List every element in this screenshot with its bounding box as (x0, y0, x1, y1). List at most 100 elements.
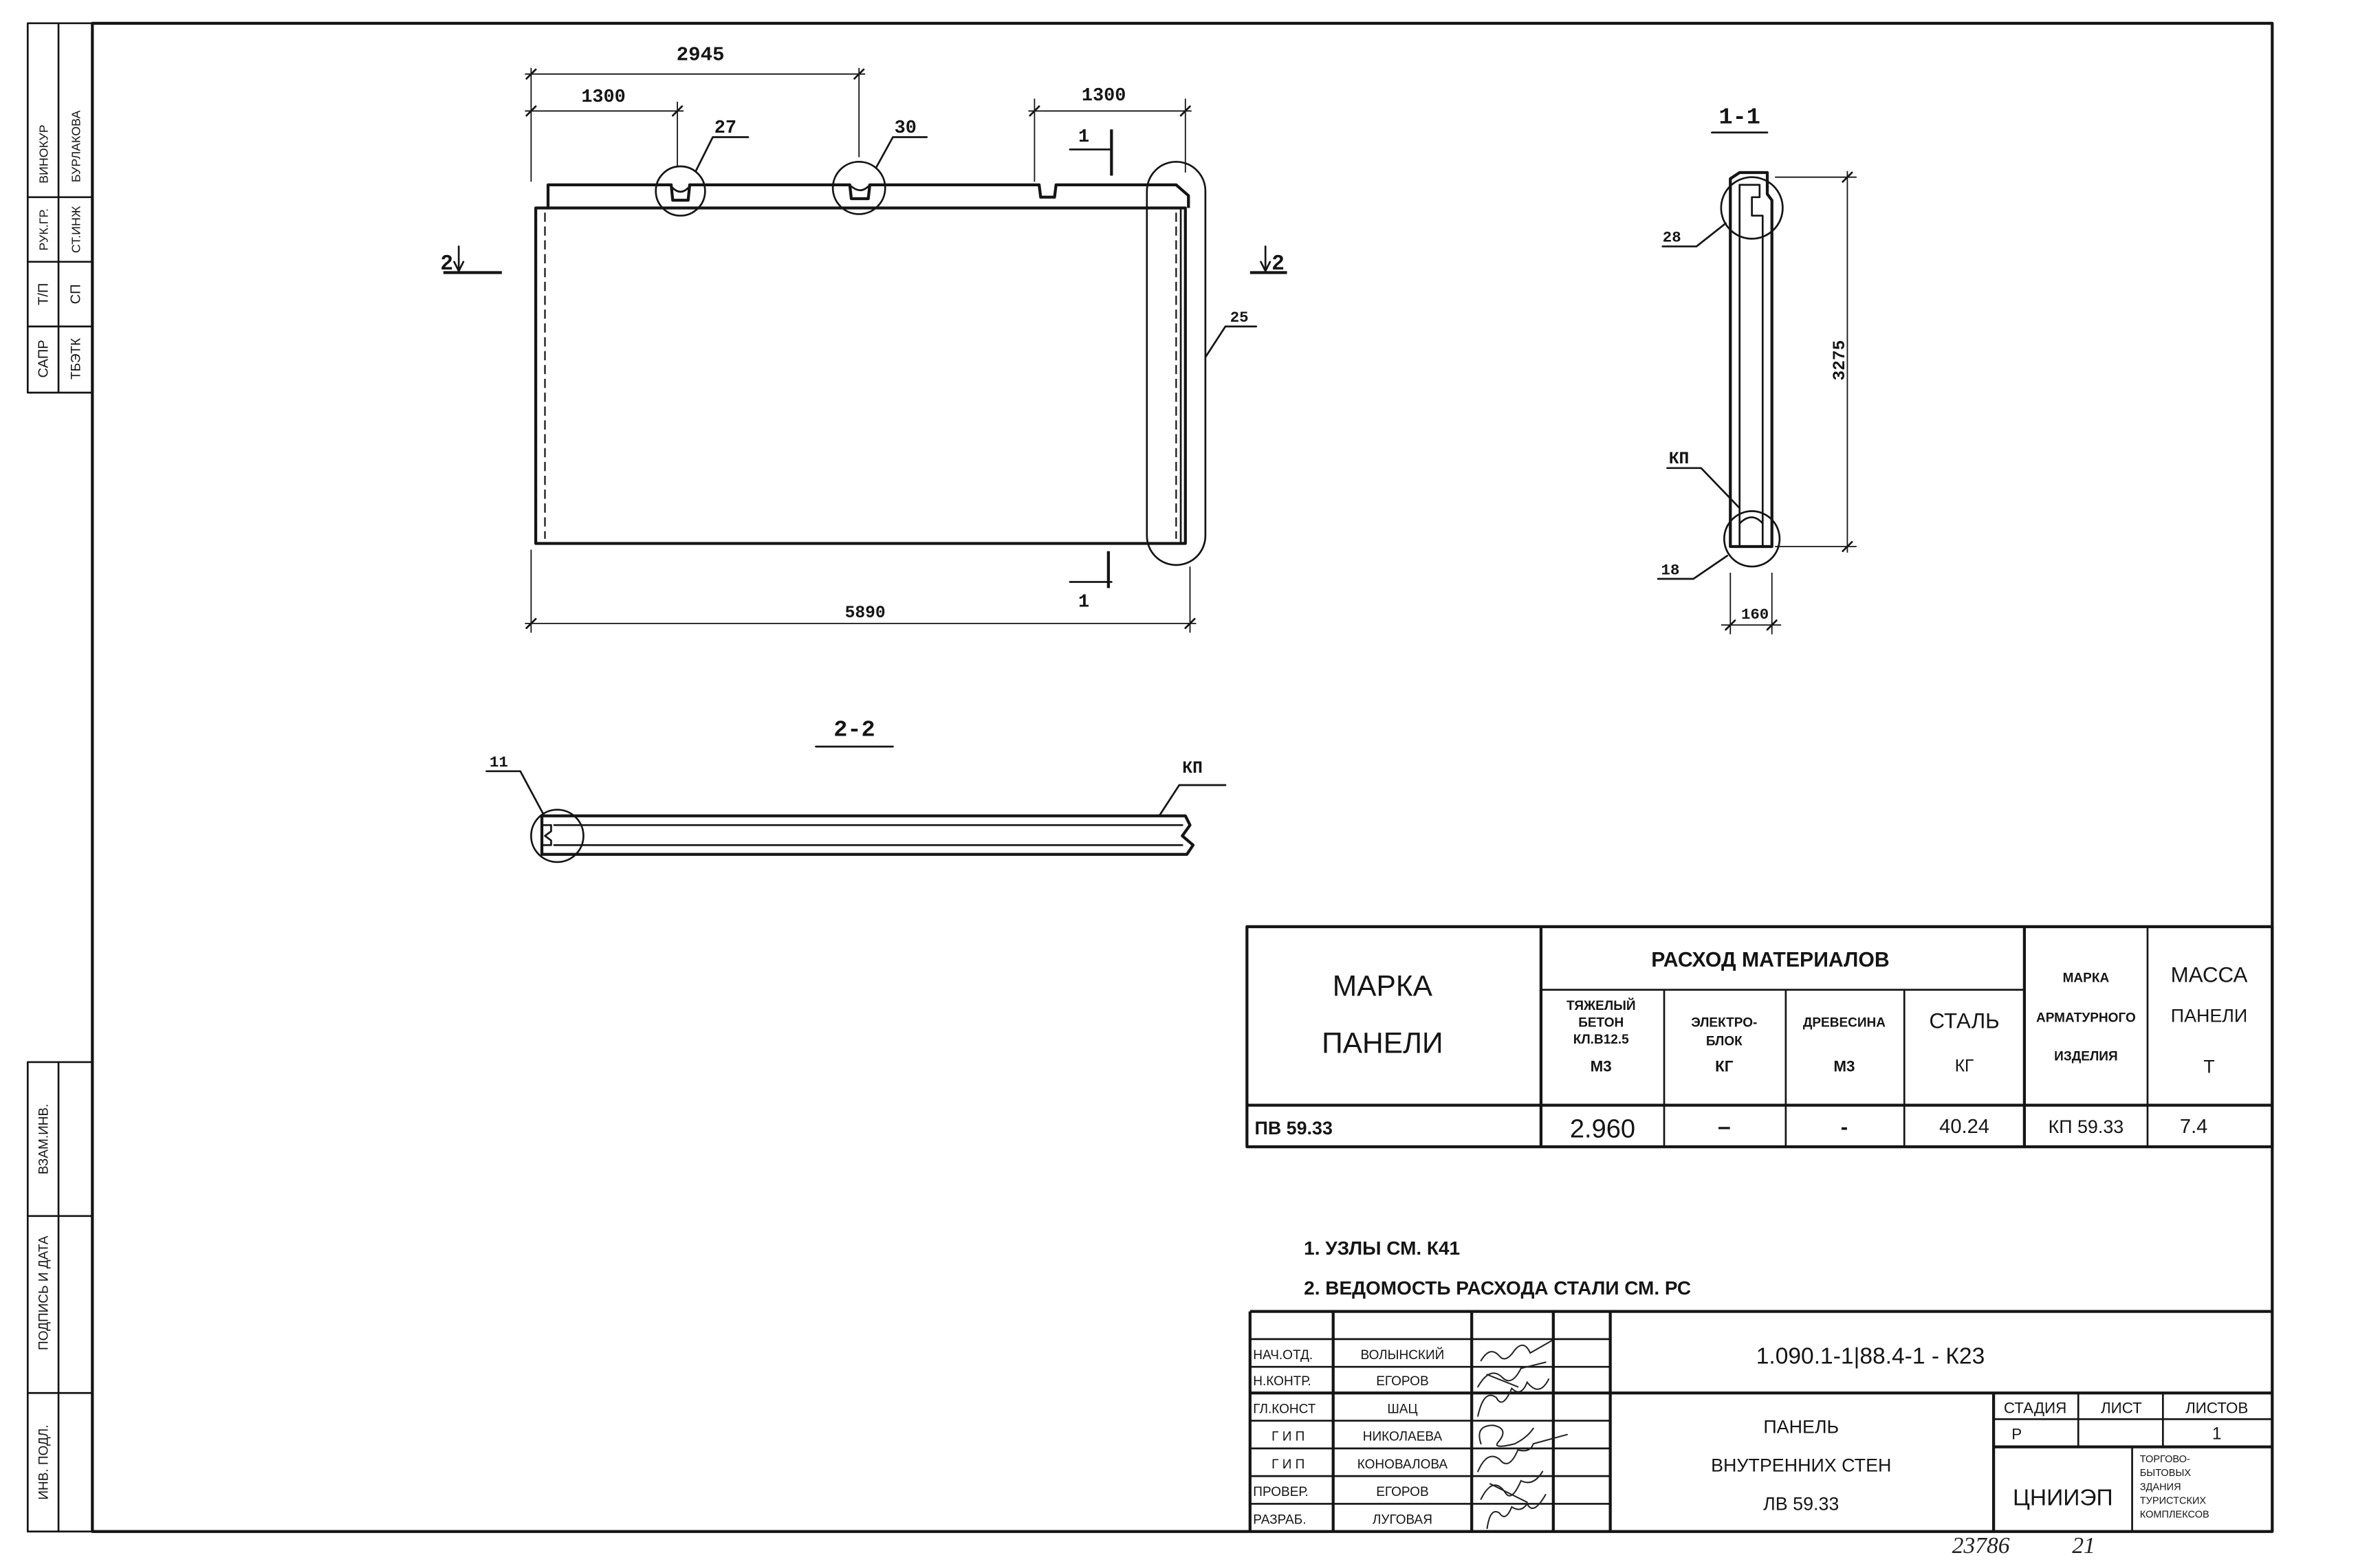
page-number: 21 (2072, 1533, 2095, 1559)
section-title: 2-2 (833, 717, 875, 743)
signature-name: НИКОЛАЕВА (1363, 1430, 1443, 1444)
stamp-label: ВИНОКУР (36, 124, 50, 184)
dimension-value: 2945 (677, 44, 725, 67)
stamp-label: ПОДПИСЬ И ДАТА (36, 1235, 51, 1350)
dimension-value: 1300 (1082, 86, 1126, 107)
signature-scribble (1480, 1340, 1553, 1362)
drawing-designation: 1.090.1-1|88.4-1 - К23 (1756, 1344, 1985, 1369)
callout-number: 25 (1230, 309, 1249, 327)
callout-leader (1657, 555, 1729, 580)
table-column-header: ПАНЕЛИ (2171, 1006, 2247, 1026)
table-column-header: М3 (1591, 1057, 1612, 1075)
notch-detail (850, 185, 869, 192)
section-groove (1738, 516, 1764, 525)
organization-subtitle: ЗДАНИЯ (2140, 1482, 2181, 1493)
signature-scribble (1478, 1424, 1534, 1447)
table-border (1245, 925, 2274, 1149)
table-column-header: КЛ.В12.5 (1573, 1033, 1629, 1047)
table-column-header: КГ (1715, 1057, 1734, 1075)
sheet-label: ЛИСТ (2101, 1399, 2142, 1416)
section-outline (540, 814, 1195, 856)
side-stamp-bottom-border (26, 1061, 94, 1533)
section-mark-label: 2 (440, 252, 453, 276)
table-header-mark: ПАНЕЛИ (1322, 1027, 1443, 1060)
table-group-header: РАСХОД МАТЕРИАЛОВ (1651, 949, 1889, 971)
signature-scribble (1480, 1471, 1544, 1504)
section-mark-arrowhead (453, 261, 465, 272)
stamp-label: ВЗАМ.ИНВ. (36, 1104, 51, 1175)
detail-callout-circle (655, 165, 706, 217)
organization-subtitle: КОМПЛЕКСОВ (2140, 1510, 2209, 1521)
callout-leader (1666, 467, 1741, 509)
drawing-title: ПАНЕЛЬ (1763, 1416, 1839, 1437)
stamp-value: СТ.ИНЖ (69, 206, 83, 253)
materials-table: МАРКА ПАНЕЛИ РАСХОД МАТЕРИАЛОВ ТЯЖЕЛЫЙ Б… (1245, 925, 2274, 1149)
callout-leader (485, 770, 545, 815)
section-mark-label: 1 (1078, 592, 1089, 613)
side-stamp-top-border (26, 22, 94, 394)
dimension-value: 5890 (845, 604, 886, 623)
table-cell-timber: - (1841, 1115, 1848, 1139)
table-column-header: КГ (1955, 1057, 1974, 1075)
stamp-label: Т/П (36, 283, 51, 305)
organization-name: ЦНИИЭП (2013, 1486, 2113, 1511)
sheets-value: 1 (2212, 1424, 2222, 1443)
table-cell-mark: ПВ 59.33 (1255, 1118, 1333, 1138)
dimension-tick (1184, 617, 1196, 629)
signature-role: Г И П (1271, 1457, 1304, 1472)
signature-name: ЛУГОВАЯ (1373, 1513, 1432, 1528)
dimension-tick (1842, 171, 1853, 183)
table-column-header: МАССА (2171, 963, 2248, 987)
section-title: 1-1 (1718, 104, 1760, 131)
stamp-label: РУК.ГР. (36, 208, 50, 251)
title-block: НАЧ.ОТД. ВОЛЫНСКИЙ Н.КОНТР. ЕГОРОВ ГЛ.КО… (1248, 1310, 2273, 1533)
callout-number: 28 (1663, 229, 1681, 247)
section-tongue (1738, 184, 1764, 548)
table-column-header: БЛОК (1706, 1034, 1743, 1048)
table-column-header: ТЯЖЕЛЫЙ (1566, 998, 1636, 1013)
panel-elevation: 27 30 25 2945 1300 1300 1 (440, 44, 1287, 633)
drawing-notes: 1. УЗЛЫ СМ. К41 2. ВЕДОМОСТЬ РАСХОДА СТА… (1304, 1237, 1691, 1299)
sheets-label: ЛИСТОВ (2185, 1399, 2248, 1416)
signature-scribble (1477, 1433, 1568, 1473)
note-line: 1. УЗЛЫ СМ. К41 (1304, 1237, 1460, 1259)
dimension-tick (853, 68, 865, 80)
callout-number: КП (1669, 450, 1690, 469)
callout-leader (1158, 784, 1227, 817)
callout-number: КП (1182, 760, 1203, 778)
callout-leader (1661, 222, 1727, 247)
callout-leader (875, 136, 928, 169)
detail-callout-circle (530, 808, 585, 863)
sheet-frame (91, 21, 2274, 1533)
signature-role: Н.КОНТР. (1253, 1374, 1311, 1389)
stamp-value: ТБЭТК (69, 338, 83, 379)
table-cell-mass: 7.4 (2180, 1116, 2207, 1138)
dimension-tick (1725, 619, 1736, 631)
section-tongue (541, 824, 552, 846)
note-line: 2. ВЕДОМОСТЬ РАСХОДА СТАЛИ СМ. РС (1304, 1277, 1691, 1299)
dimension-tick (1842, 540, 1853, 553)
callout-number: 11 (490, 753, 508, 771)
signature-name: ШАЦ (1387, 1402, 1417, 1416)
callout-leader (1204, 325, 1258, 358)
detail-callout-circle (1720, 176, 1784, 240)
stamp-value: БУРЛАКОВА (69, 111, 83, 183)
drawing-title: ЛВ 59.33 (1763, 1493, 1839, 1514)
notch-detail (671, 187, 690, 193)
dimension-tick (1179, 105, 1191, 117)
dimension-tick (1029, 105, 1040, 117)
signature-role: ПРОВЕР. (1253, 1485, 1308, 1499)
section-mark-arrowhead (1260, 261, 1271, 272)
side-stamp-top: САПР Т/П РУК.ГР. ВИНОКУР ТБЭТК СП СТ.ИНЖ… (26, 22, 94, 394)
dimension-tick (525, 68, 537, 80)
table-column-header: АРМАТУРНОГО (2036, 1011, 2136, 1026)
detail-callout-outline (1146, 160, 1207, 566)
callout-leader (695, 136, 750, 173)
side-stamp-bottom: ВЗАМ.ИНВ. ПОДПИСЬ И ДАТА ИНВ. ПОДЛ. (26, 1061, 94, 1533)
table-column-header: СТАЛЬ (1929, 1009, 1999, 1033)
detail-callout-circle (831, 160, 886, 215)
section-mark-label: 2 (1271, 252, 1285, 276)
stage-value: Р (2011, 1425, 2022, 1442)
dimension-tick (1766, 619, 1778, 631)
